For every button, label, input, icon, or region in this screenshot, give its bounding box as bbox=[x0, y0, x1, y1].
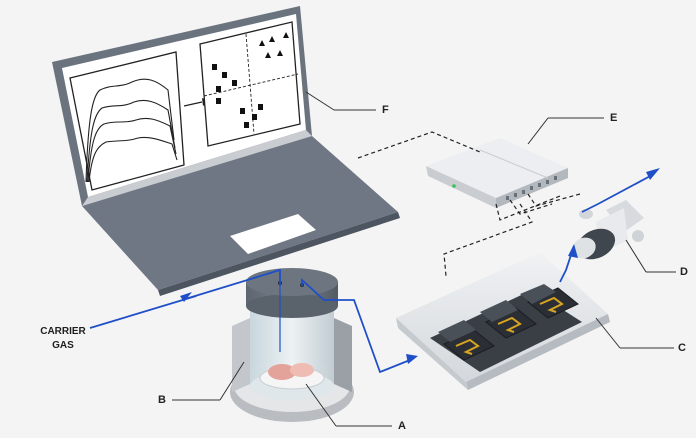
sample-chamber bbox=[230, 268, 354, 422]
label-d: D bbox=[680, 266, 688, 278]
gas-flow bbox=[89, 173, 655, 374]
data-logger-top bbox=[426, 138, 568, 198]
label-f: F bbox=[382, 104, 389, 116]
sensor-box-left bbox=[396, 318, 468, 390]
sensor-elements bbox=[438, 284, 579, 361]
data-cables bbox=[357, 131, 581, 277]
data-logger-front bbox=[426, 166, 496, 208]
sensor-array-box bbox=[396, 252, 610, 390]
panel-arrow bbox=[183, 101, 203, 107]
laptop-base bbox=[82, 136, 398, 290]
leader-c bbox=[595, 317, 621, 349]
leader-d bbox=[625, 239, 647, 273]
label-c: C bbox=[678, 342, 686, 354]
leader-lines bbox=[172, 91, 676, 427]
chamber-lid-bottom bbox=[246, 294, 338, 318]
pca-points bbox=[212, 32, 289, 128]
sensor-inlet-arrow-head bbox=[406, 354, 418, 364]
laptop-touchpad bbox=[230, 214, 316, 254]
flow-arrows bbox=[180, 168, 660, 364]
label-e: E bbox=[610, 112, 618, 124]
data-logger bbox=[426, 138, 568, 208]
carrier-gas-label: CARRIER GAS bbox=[18, 325, 108, 353]
laptop-base-front bbox=[158, 212, 400, 296]
pump-exhaust-line bbox=[581, 173, 655, 213]
holder-left-wall bbox=[232, 318, 250, 392]
data-logger-seam bbox=[479, 149, 549, 179]
data-logger-ports bbox=[506, 176, 557, 200]
pca-axis-vertical bbox=[245, 33, 255, 135]
holder-right-wall bbox=[334, 318, 352, 392]
leader-e bbox=[527, 117, 549, 145]
label-b: B bbox=[158, 394, 166, 406]
carrier-gas-label-line2: GAS bbox=[52, 340, 74, 351]
pca-axis-horizontal bbox=[203, 73, 299, 97]
inlet-arrow-head bbox=[180, 292, 192, 302]
pump bbox=[572, 200, 644, 260]
carrier-gas-label-line1: CARRIER bbox=[40, 326, 86, 337]
leader-a bbox=[305, 383, 337, 427]
sensor-box-front bbox=[466, 314, 610, 390]
status-led bbox=[452, 184, 456, 188]
carrier-gas-inlet-line bbox=[89, 295, 197, 329]
laptop-hinge bbox=[82, 130, 312, 206]
leader-f bbox=[305, 91, 335, 111]
sensor-response-curves bbox=[85, 78, 178, 183]
response-plot-panel bbox=[69, 51, 185, 191]
leader-b bbox=[219, 361, 245, 401]
meat-sample-right bbox=[290, 363, 314, 377]
pump-connector bbox=[632, 230, 644, 242]
chamber-lid-top bbox=[246, 268, 338, 296]
meat-sample-left bbox=[268, 364, 296, 380]
sensor-upper-row bbox=[438, 284, 556, 342]
laptop bbox=[52, 6, 400, 296]
outlet-tube-from-jar bbox=[301, 277, 411, 374]
exhaust-arrow-head bbox=[646, 168, 660, 180]
pump-inlet-arrow-head bbox=[568, 244, 578, 258]
label-a: A bbox=[398, 420, 406, 432]
carrier-gas-to-chamber bbox=[181, 268, 281, 301]
pump-motor-face bbox=[572, 237, 596, 259]
